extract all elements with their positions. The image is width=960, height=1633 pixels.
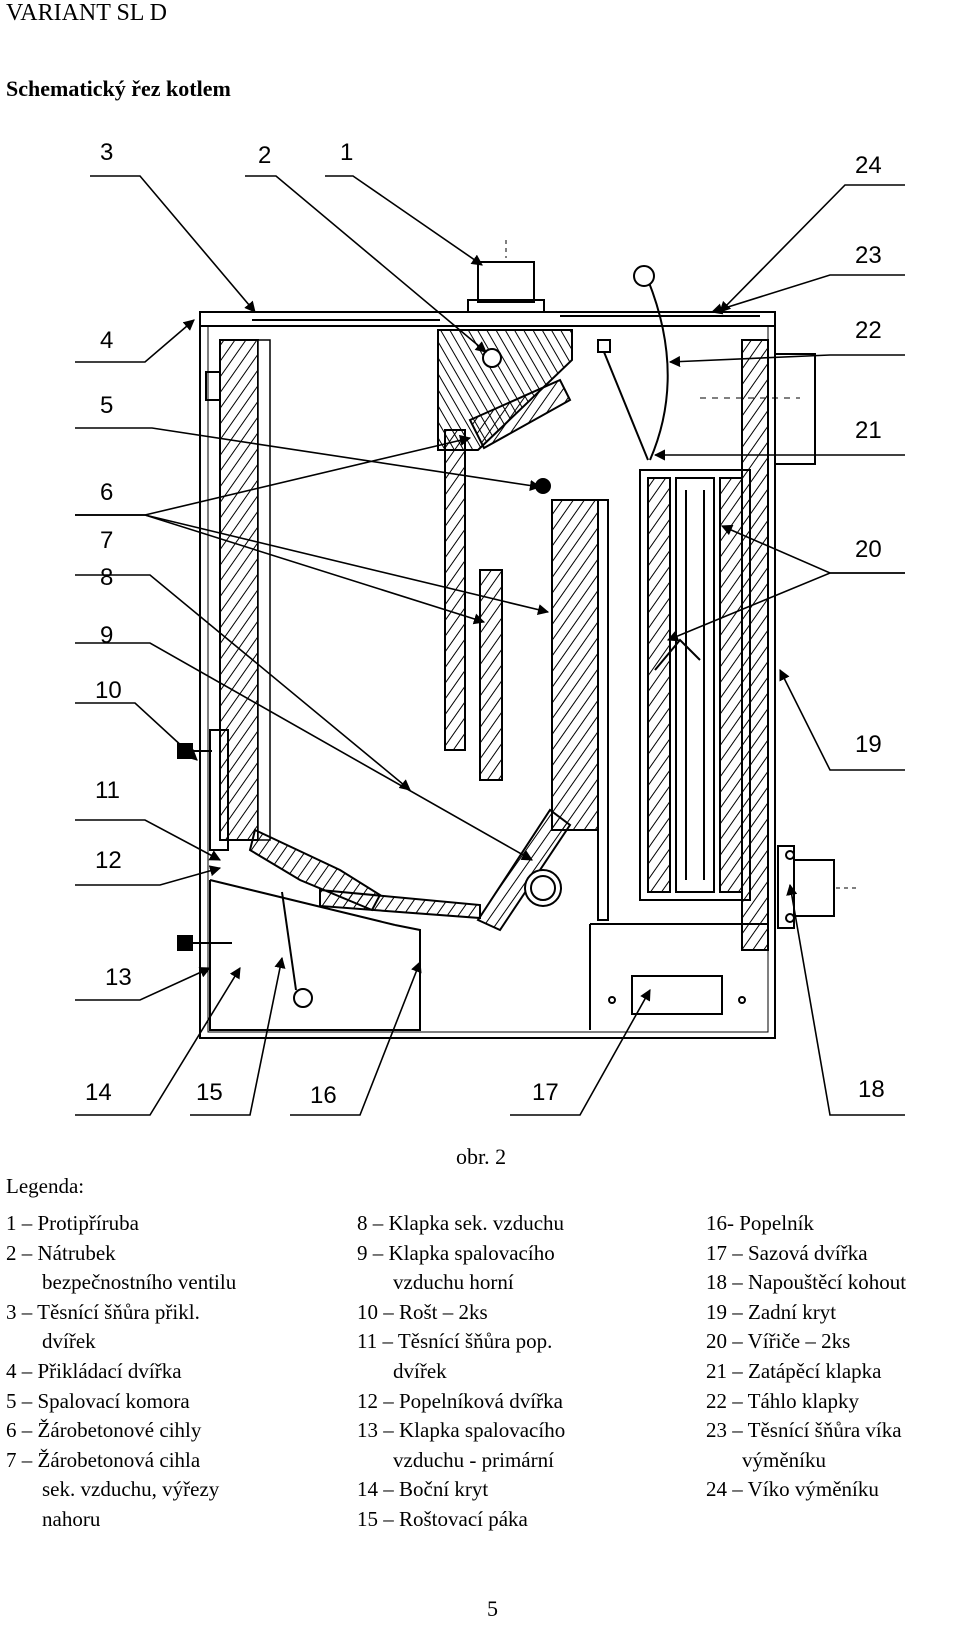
legend-item: 16- Popelník [706,1211,814,1235]
legend-item: 19 – Zadní kryt [706,1299,837,1324]
callout-23: 23 [855,242,882,269]
figure-caption: obr. 2 [456,1144,507,1169]
secondary-air-brick [551,499,609,921]
callout-24: 24 [855,152,882,179]
page-number: 5 [487,1596,498,1621]
callout-8: 8 [100,564,113,591]
callout-10: 10 [95,677,122,704]
callout-17: 17 [532,1079,559,1106]
boiler-cross-section-drawing: 3 2 1 24 23 4 22 5 21 6 7 20 8 9 10 19 1… [75,139,905,1116]
legend-item: 13 – Klapka spalovacího [357,1418,566,1443]
heat-exchanger [639,339,769,951]
callout-5: 5 [100,392,113,419]
damper-rod [597,265,669,461]
legend-item: 12 – Popelníková dvířka [357,1388,563,1413]
callout-4: 4 [100,327,113,354]
legend-item: 6 – Žárobetonové cihly [6,1418,202,1443]
leader-lines [75,175,905,1116]
callout-14: 14 [85,1079,112,1106]
legend-item: 2 – Nátrubek [6,1240,116,1265]
callout-12: 12 [95,847,122,874]
legend-item: vzduchu horní [393,1270,514,1295]
callout-13: 13 [105,964,132,991]
legend-item: vzduchu - primární [393,1447,554,1472]
legend-item: 18 – Napouštěcí kohout [706,1270,907,1295]
legend-item: 17 – Sazová dvířka [706,1240,868,1265]
callout-11: 11 [95,777,120,804]
legend-item: 20 – Vířiče – 2ks [706,1329,851,1354]
callout-9: 9 [100,622,113,649]
legend-item: 1 – Protipříruba [6,1211,139,1235]
callout-21: 21 [855,417,882,444]
section-title: Schematický řez kotlem [6,76,231,101]
callout-numbers: 3 2 1 24 23 4 22 5 21 6 7 20 8 9 10 19 1… [85,139,885,1109]
legend-item: 3 – Těsnící šňůra přikl. [6,1299,200,1324]
legend-item: sek. vzduchu, výřezy [42,1477,220,1502]
callout-22: 22 [855,317,882,344]
rear-cover [700,353,860,929]
callout-20: 20 [855,536,882,563]
callout-2: 2 [258,142,271,169]
legend-item: 11 – Těsnící šňůra pop. [357,1329,553,1354]
legend-item: 15 – Roštovací páka [357,1506,528,1531]
legend-item: 8 – Klapka sek. vzduchu [357,1211,565,1235]
legend-item: 24 – Víko výměníku [706,1477,879,1502]
legend-item: 5 – Spalovací komora [6,1388,190,1413]
legend-item: 7 – Žárobetonová cihla [6,1447,201,1472]
legend-column-3: 16- Popelník 17 – Sazová dvířka 18 – Nap… [706,1209,906,1505]
legend-item: bezpečnostního ventilu [42,1270,237,1295]
legend-item: dvířek [393,1358,447,1383]
callout-16: 16 [310,1082,337,1109]
callout-7: 7 [100,527,113,554]
variant-heading: VARIANT SL D [6,0,167,26]
callout-19: 19 [855,731,882,758]
legend-column-2: 8 – Klapka sek. vzduchu 9 – Klapka spalo… [357,1209,565,1535]
callout-1: 1 [340,139,353,166]
callout-6: 6 [100,479,113,506]
legend-item: 4 – Přikládací dvířka [6,1358,182,1383]
legend-item: 10 – Rošt – 2ks [357,1299,488,1324]
legend-item: 9 – Klapka spalovacího [357,1240,555,1265]
callout-15: 15 [196,1079,223,1106]
legend-item: výměníku [742,1447,826,1472]
legend-column-1: 1 – Protipříruba 2 – Nátrubek bezpečnost… [6,1209,236,1535]
legend-item: 14 – Boční kryt [357,1477,489,1502]
legend-item: nahoru [42,1506,101,1531]
legend-item: dvířek [42,1329,96,1354]
grate-area [209,808,768,1031]
callout-18: 18 [858,1076,885,1103]
callout-3: 3 [100,139,113,166]
boiler-body [177,240,776,1039]
legend-item: 21 – Zatápěcí klapka [706,1358,882,1383]
left-refractory-wall [219,339,271,841]
legend-item: 22 – Táhlo klapky [706,1388,860,1413]
legend-item: 23 – Těsnící šňůra víka [706,1418,902,1443]
legend-title: Legenda: [6,1174,85,1198]
